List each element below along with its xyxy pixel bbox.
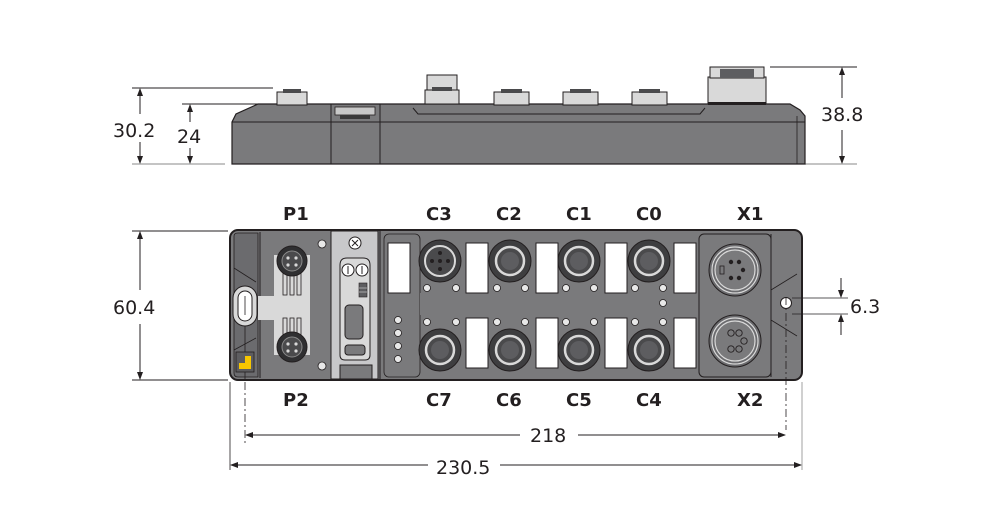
connector-c0 xyxy=(627,239,671,283)
label-x1: X1 xyxy=(737,204,763,225)
side-connector-p1 xyxy=(276,89,308,106)
connector-c7 xyxy=(418,328,462,372)
label-c4: C4 xyxy=(636,390,662,411)
connector-c4 xyxy=(627,328,671,372)
label-p1: P1 xyxy=(283,204,309,225)
top-view: P1 C3 C2 C1 C0 X1 P2 C7 C6 C5 C4 X2 xyxy=(113,204,880,479)
connector-p1 xyxy=(276,245,308,277)
side-view: 30.2 24 38.8 xyxy=(113,66,863,165)
connector-c6 xyxy=(488,328,532,372)
dim-side-height-left: 30.2 xyxy=(113,120,155,142)
label-x2: X2 xyxy=(737,390,763,411)
label-c7: C7 xyxy=(426,390,452,411)
label-p2: P2 xyxy=(283,390,309,411)
side-connector-c1 xyxy=(562,89,599,106)
dim-overall-length: 230.5 xyxy=(436,457,490,479)
label-c5: C5 xyxy=(566,390,592,411)
dim-mounting-hole: 6.3 xyxy=(850,296,880,318)
yellow-indicator xyxy=(235,351,255,373)
side-connector-x1 xyxy=(707,66,767,105)
label-c3: C3 xyxy=(426,204,452,225)
side-connector-c3 xyxy=(424,74,460,105)
service-panel xyxy=(339,236,373,380)
connector-c1 xyxy=(557,239,601,283)
dim-side-height-right: 38.8 xyxy=(821,104,863,126)
connector-x1 xyxy=(708,243,762,297)
connector-p2 xyxy=(276,331,308,363)
label-c6: C6 xyxy=(496,390,522,411)
dim-width: 60.4 xyxy=(113,297,155,319)
label-c2: C2 xyxy=(496,204,522,225)
dim-side-body-height: 24 xyxy=(177,126,201,148)
connector-c3 xyxy=(418,239,462,283)
connector-x2 xyxy=(708,314,762,368)
connector-c5 xyxy=(557,328,601,372)
side-connector-c0 xyxy=(631,89,668,106)
side-connector-c2 xyxy=(493,89,530,106)
connector-c2 xyxy=(488,239,532,283)
dim-hole-spacing: 218 xyxy=(530,425,566,447)
label-c0: C0 xyxy=(636,204,662,225)
label-c1: C1 xyxy=(566,204,592,225)
status-leds xyxy=(423,284,667,326)
mounting-slot-left xyxy=(232,285,258,380)
